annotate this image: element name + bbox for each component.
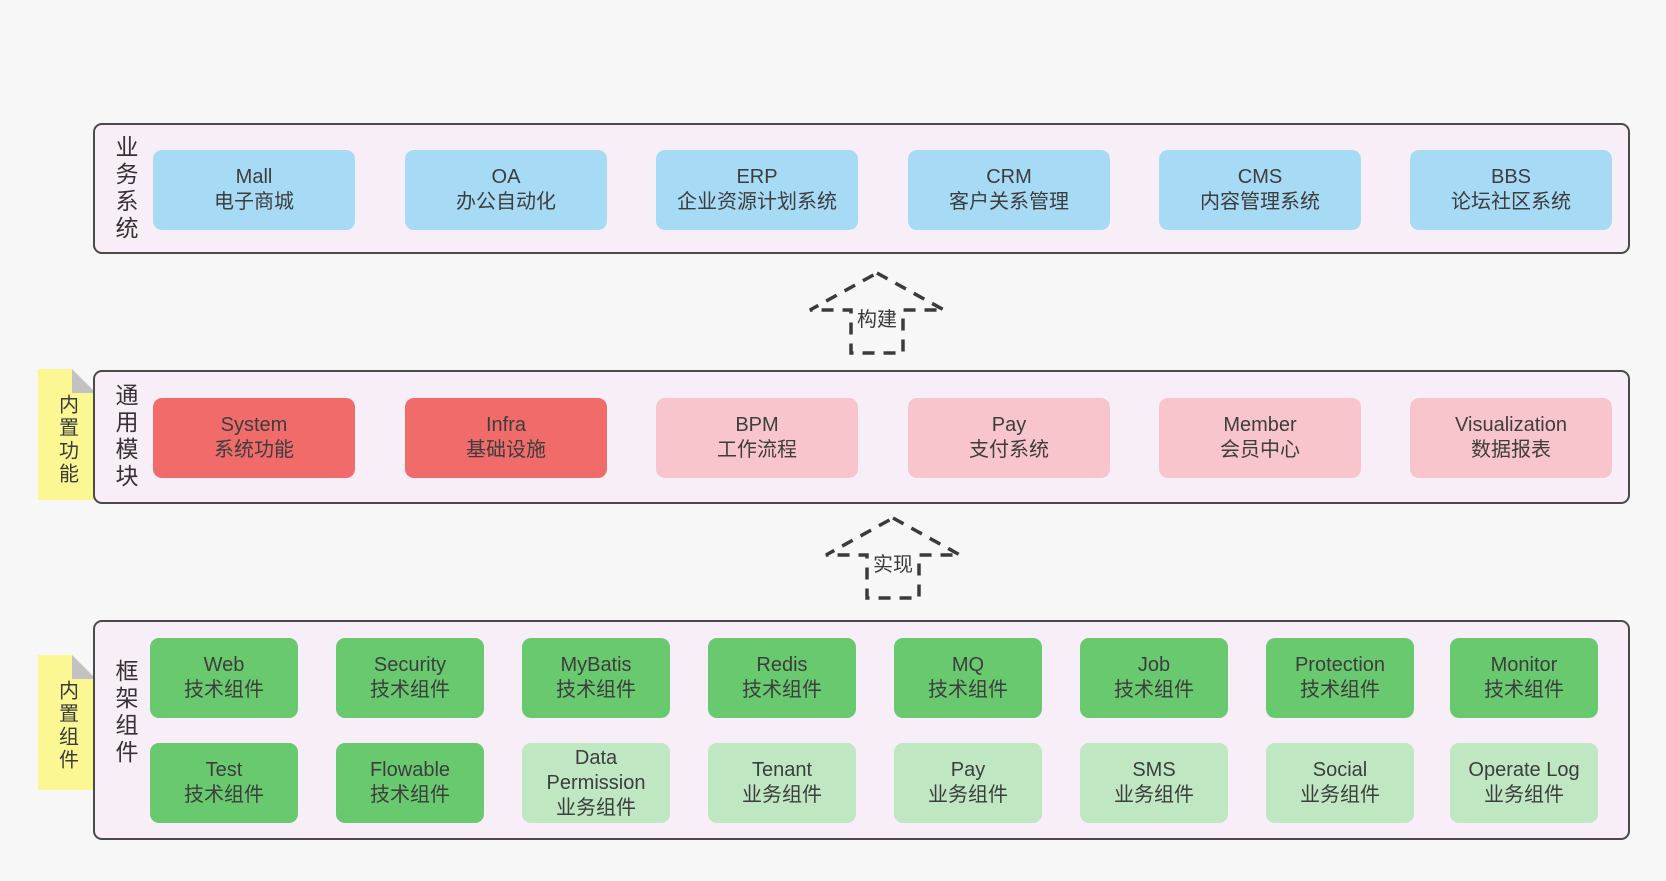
node-oa: OA 办公自动化	[405, 150, 607, 230]
node-sms: SMS 业务组件	[1080, 743, 1228, 823]
layer-label-business-systems: 业务系统	[112, 134, 138, 243]
sticky-note-label: 内置组件	[55, 680, 78, 772]
node-flowable: Flowable 技术组件	[336, 743, 484, 823]
node-monitor: Monitor 技术组件	[1450, 638, 1598, 718]
node-pay-component: Pay 业务组件	[894, 743, 1042, 823]
build-arrow: 构建	[807, 270, 947, 356]
node-pay-module: Pay 支付系统	[908, 398, 1110, 478]
node-system: System 系统功能	[153, 398, 355, 478]
node-bbs: BBS 论坛社区系统	[1410, 150, 1612, 230]
build-arrow-label: 构建	[854, 302, 900, 333]
node-operate-log: Operate Log 业务组件	[1450, 743, 1598, 823]
node-mybatis: MyBatis 技术组件	[522, 638, 670, 718]
sticky-note-built-in-features: 内置功能	[38, 369, 96, 500]
node-bpm: BPM 工作流程	[656, 398, 858, 478]
sticky-note-label: 内置功能	[55, 394, 78, 486]
node-tenant: Tenant 业务组件	[708, 743, 856, 823]
node-erp: ERP 企业资源计划系统	[656, 150, 858, 230]
node-cms: CMS 内容管理系统	[1159, 150, 1361, 230]
node-infra: Infra 基础设施	[405, 398, 607, 478]
node-member: Member 会员中心	[1159, 398, 1361, 478]
node-social: Social 业务组件	[1266, 743, 1414, 823]
node-test: Test 技术组件	[150, 743, 298, 823]
node-web: Web 技术组件	[150, 638, 298, 718]
node-redis: Redis 技术组件	[708, 638, 856, 718]
layer-label-framework-components: 框架组件	[112, 658, 138, 767]
layer-label-common-modules: 通用模块	[112, 383, 138, 491]
node-visualization: Visualization 数据报表	[1410, 398, 1612, 478]
implement-arrow-label: 实现	[870, 547, 916, 578]
sticky-note-built-in-components: 内置组件	[38, 655, 96, 790]
node-job: Job 技术组件	[1080, 638, 1228, 718]
node-data-permission: Data Permission 业务组件	[522, 743, 670, 823]
node-mq: MQ 技术组件	[894, 638, 1042, 718]
node-crm: CRM 客户关系管理	[908, 150, 1110, 230]
node-protection: Protection 技术组件	[1266, 638, 1414, 718]
node-mall: Mall 电子商城	[153, 150, 355, 230]
implement-arrow: 实现	[823, 515, 963, 601]
node-security: Security 技术组件	[336, 638, 484, 718]
